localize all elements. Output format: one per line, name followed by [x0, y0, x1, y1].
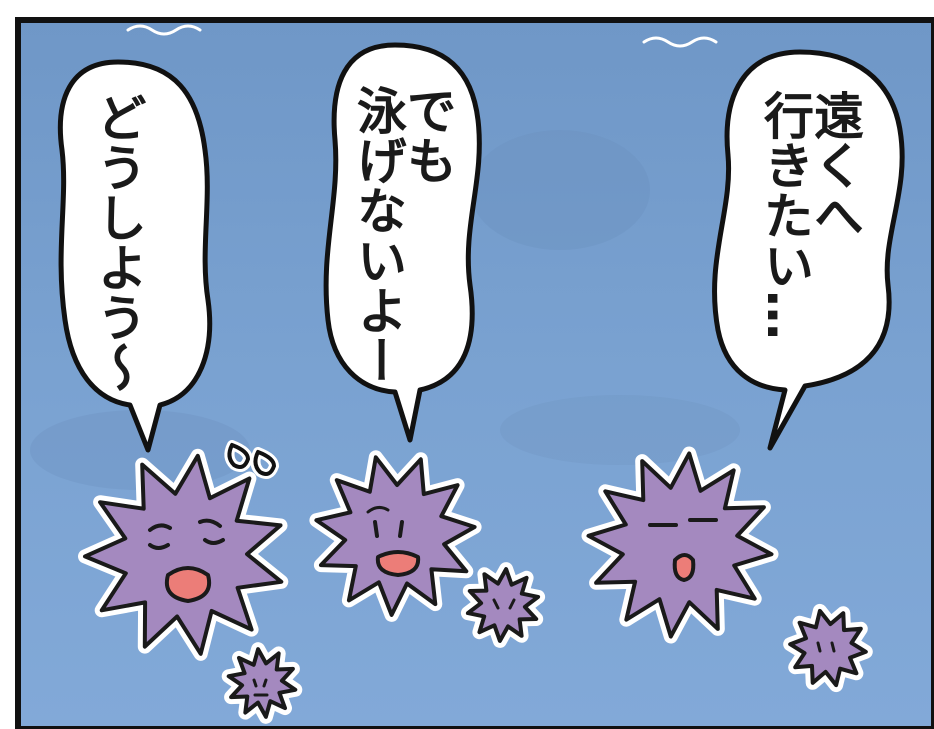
- small-urchin-2: [460, 562, 546, 648]
- urchin-layer: [78, 446, 873, 724]
- small-urchin-1: [221, 642, 303, 724]
- left-urchin: [78, 448, 289, 661]
- speech-text-middle-col2: 泳げないよー: [349, 85, 407, 385]
- speech-text-middle-col1: でも: [399, 85, 457, 185]
- right-urchin: [581, 446, 779, 644]
- wave-icon: [642, 36, 718, 48]
- speech-text-right-col1: 遠くへ: [806, 90, 864, 240]
- speech-bubble-right: [712, 49, 905, 451]
- speech-text-right-col2: 行きたい…: [756, 90, 814, 340]
- small-urchin-3: [783, 603, 873, 693]
- wave-icon: [126, 24, 202, 36]
- speech-bubble-middle: [323, 42, 482, 443]
- speech-bubble-left: [57, 59, 213, 453]
- speech-text-left: どうしよう〜: [89, 92, 147, 392]
- middle-urchin: [309, 450, 482, 622]
